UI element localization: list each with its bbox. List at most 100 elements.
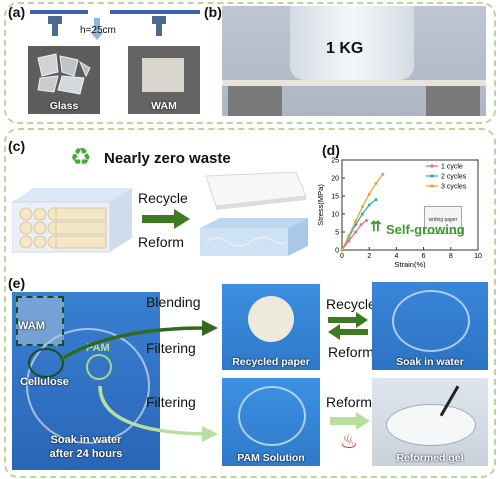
panel-e-label: (e) bbox=[8, 275, 26, 291]
exchange-arrows-icon bbox=[328, 312, 368, 340]
series-point-1 bbox=[359, 223, 363, 227]
reform-bottom-label: Reform bbox=[326, 394, 372, 410]
legend-entry-1: 1 cycle bbox=[441, 164, 463, 171]
y-tick-label: 10 bbox=[331, 212, 339, 219]
legend-entry-2: 2 cycles bbox=[441, 174, 467, 181]
solution-dish bbox=[238, 386, 306, 446]
pam-ring bbox=[86, 354, 112, 380]
panel-b-label: (b) bbox=[204, 4, 222, 20]
heat-icon: ♨ bbox=[340, 431, 358, 453]
reformed-gel-photo: Reformed gel bbox=[372, 378, 488, 466]
self-growing-arrow-icon: ⇈ bbox=[370, 218, 382, 234]
petri-dish bbox=[26, 328, 150, 444]
blending-label: Blending bbox=[146, 294, 201, 310]
series-point-3 bbox=[367, 192, 371, 196]
writing-paper-inset: writing paper bbox=[424, 206, 462, 234]
cellulose-label: Cellulose bbox=[20, 376, 69, 388]
series-point-3 bbox=[374, 181, 378, 185]
reform-label-e: Reform bbox=[328, 344, 374, 360]
legend-marker-1 bbox=[430, 164, 434, 168]
gel-dish bbox=[386, 404, 476, 446]
y-axis-label: Stress(MPa) bbox=[318, 184, 325, 226]
paper-sheet-illustration bbox=[205, 172, 307, 210]
bottom-panel-frame bbox=[4, 128, 496, 478]
chart-series bbox=[340, 172, 385, 252]
recycle-label-e: Recycle bbox=[326, 296, 376, 312]
y-tick-label: 0 bbox=[335, 248, 339, 255]
reformed-gel-caption: Reformed gel bbox=[396, 452, 464, 464]
series-point-3 bbox=[381, 172, 385, 176]
paper-disc bbox=[248, 296, 294, 342]
blend-arrow-head bbox=[202, 320, 218, 336]
x-axis-label: Strain(%) bbox=[394, 260, 426, 268]
x-tick-label: 10 bbox=[474, 253, 482, 260]
right-support bbox=[426, 86, 480, 116]
recycled-paper-caption: Recycled paper bbox=[232, 356, 310, 368]
glass-caption: Glass bbox=[49, 100, 79, 112]
wam-sheet bbox=[142, 58, 184, 92]
panel-a-label: (a) bbox=[8, 4, 26, 20]
soak-in-water-photo: Soak in water bbox=[372, 282, 488, 370]
chart-legend: 1 cycle 2 cycles 3 cycles bbox=[426, 164, 467, 191]
light-arrow-right-icon bbox=[330, 412, 370, 430]
wam-inset-label: WAM bbox=[18, 320, 45, 332]
recycled-paper-photo: Recycled paper bbox=[222, 284, 320, 370]
pam-solution-caption: PAM Solution bbox=[237, 452, 305, 464]
legend-entry-3: 3 cycles bbox=[441, 184, 467, 191]
series-point-3 bbox=[360, 205, 364, 209]
arrow-right-icon bbox=[142, 209, 190, 229]
filter-arrow bbox=[98, 385, 206, 436]
recycle-label-c: Recycle bbox=[138, 190, 188, 206]
y-tick-label: 25 bbox=[331, 158, 339, 165]
soak-in-water-caption: Soak in water bbox=[396, 356, 464, 368]
x-tick-label: 8 bbox=[449, 253, 453, 260]
soak-caption-line2: after 24 hours bbox=[49, 448, 123, 460]
weight-jar bbox=[290, 6, 414, 80]
drop-test-rig bbox=[30, 10, 200, 40]
height-label: h=25cm bbox=[80, 25, 116, 36]
broken-glass-image bbox=[37, 53, 91, 95]
y-tick-label: 5 bbox=[335, 230, 339, 237]
gel-film-illustration bbox=[200, 218, 308, 256]
soak-dish-photo: WAM Cellulose PAM Soak in water after 24… bbox=[12, 292, 160, 470]
blend-arrow bbox=[59, 326, 206, 362]
filter-arrow-head bbox=[202, 426, 218, 442]
load-test-photo: 1 KG bbox=[222, 6, 486, 116]
y-tick-label: 15 bbox=[331, 194, 339, 201]
water-dish bbox=[392, 290, 470, 352]
series-point-1 bbox=[354, 230, 358, 234]
series-point-3 bbox=[340, 248, 344, 252]
filtering-bottom-label: Filtering bbox=[146, 394, 196, 410]
x-tick-label: 2 bbox=[367, 253, 371, 260]
series-point-2 bbox=[367, 203, 371, 207]
x-tick-label: 6 bbox=[422, 253, 426, 260]
cellulose-ring bbox=[28, 348, 64, 378]
recycle-icon: ♻ bbox=[70, 144, 92, 171]
process-arrows bbox=[59, 320, 218, 442]
panel-c-label: (c) bbox=[8, 138, 26, 154]
pam-solution-photo: PAM Solution bbox=[222, 378, 320, 466]
x-tick-label: 4 bbox=[394, 253, 398, 260]
wam-inset-box bbox=[16, 296, 64, 346]
weight-label: 1 KG bbox=[326, 40, 364, 57]
series-point-3 bbox=[354, 219, 358, 223]
top-panel-frame bbox=[4, 2, 496, 124]
plot-frame bbox=[341, 159, 479, 251]
fiber-bundle-illustration bbox=[12, 188, 132, 253]
self-growing-label: Self-growing bbox=[386, 222, 465, 237]
series-point-1 bbox=[347, 239, 351, 243]
wam-sample-photo: WAM bbox=[128, 46, 200, 114]
series-point-3 bbox=[347, 234, 351, 238]
panel-d-label: (d) bbox=[322, 142, 340, 158]
x-tick-label: 0 bbox=[340, 253, 344, 260]
left-support bbox=[228, 86, 282, 116]
wam-caption: WAM bbox=[151, 100, 177, 112]
series-point-2 bbox=[374, 198, 378, 202]
soak-caption-line1: Soak in water bbox=[50, 434, 122, 446]
legend-marker-3 bbox=[430, 184, 434, 188]
glass-sample-photo: Glass bbox=[28, 46, 100, 114]
reform-label-c: Reform bbox=[138, 234, 184, 250]
y-tick-label: 20 bbox=[331, 176, 339, 183]
